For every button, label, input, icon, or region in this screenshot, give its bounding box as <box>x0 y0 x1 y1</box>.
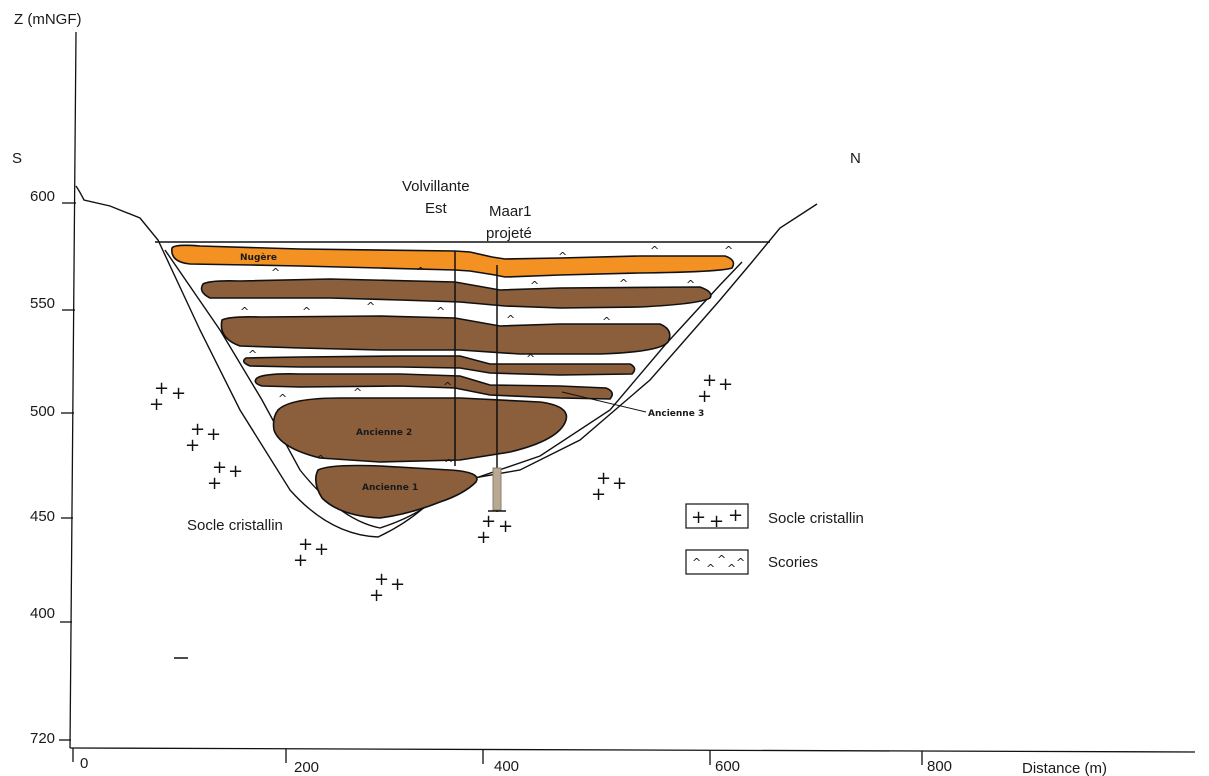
volvillante-label-line1: Volvillante <box>402 178 470 195</box>
ancient-layer-3 <box>242 355 636 376</box>
ancienne-2-label: Ancienne 2 <box>356 428 412 438</box>
basement-cross: + <box>390 574 405 595</box>
basement-cross: + <box>374 569 389 590</box>
ancienne-3-label: Ancienne 3 <box>648 409 704 419</box>
scoria-mark: ^ <box>526 352 535 365</box>
ancienne-3-leader-line <box>561 391 647 413</box>
x-tick-label: 600 <box>715 758 740 775</box>
y-tick-label: 550 <box>30 295 55 312</box>
x-tick-label: 400 <box>494 758 519 775</box>
legend-cross: + <box>691 507 706 528</box>
ancienne-1-label: Ancienne 1 <box>362 483 418 493</box>
north-label: N <box>850 150 861 167</box>
basement-cross: + <box>702 370 717 391</box>
scoria-mark: ^ <box>558 250 567 263</box>
basement-cross: + <box>314 539 329 560</box>
y-tick-label: 450 <box>30 508 55 525</box>
basement-label: Socle cristallin <box>187 517 283 534</box>
scoria-marks: ^ ^ ^ ^ ^ ^ ^ ^ ^ ^ ^ ^ ^ ^ ^ ^ ^ ^ ^ ^ … <box>240 244 733 470</box>
ancient-layer-2 <box>220 315 671 355</box>
y-tick-label: 400 <box>30 605 55 622</box>
y-axis-title: Z (mNGF) <box>14 11 81 28</box>
legend-scoria-mark: ^ <box>727 562 736 575</box>
y-axis-ticks <box>59 202 76 741</box>
scoria-mark: ^ <box>444 457 453 470</box>
scoria-mark: ^ <box>686 278 695 291</box>
basement-cross: + <box>190 419 205 440</box>
basement-cross: + <box>476 527 491 548</box>
basement-cross: + <box>212 457 227 478</box>
basement-cross: + <box>369 585 384 606</box>
scoria-mark: ^ <box>530 279 539 292</box>
scoria-mark: ^ <box>436 305 445 318</box>
legend-cross: + <box>709 511 724 532</box>
x-tick-label: 0 <box>80 755 88 772</box>
maar1-label-line2: projeté <box>486 225 532 242</box>
ancient-layer-1 <box>200 278 712 309</box>
x-tick-label: 800 <box>927 758 952 775</box>
basement-cross: + <box>718 374 733 395</box>
legend-scoria-mark: ^ <box>717 553 726 566</box>
ancient-layer-4 <box>254 373 614 400</box>
legend-cross: + <box>728 505 743 526</box>
legend-scories-label: Scories <box>768 554 818 571</box>
basement-cross: + <box>149 394 164 415</box>
scoria-mark: ^ <box>278 392 287 405</box>
scoria-mark: ^ <box>302 305 311 318</box>
scoria-mark: ^ <box>619 277 628 290</box>
scoria-mark: ^ <box>602 315 611 328</box>
basement-cross: + <box>697 386 712 407</box>
basement-cross: + <box>207 473 222 494</box>
scoria-mark: ^ <box>240 305 249 318</box>
legend-scoria-mark: ^ <box>692 556 701 569</box>
basement-cross: + <box>298 534 313 555</box>
y-tick-label: 600 <box>30 188 55 205</box>
basement-cross: + <box>612 473 627 494</box>
maar1-label-line1: Maar1 <box>489 203 532 220</box>
y-axis <box>69 31 77 749</box>
nugere-layer <box>171 244 735 278</box>
scoria-mark: ^ <box>724 244 733 257</box>
ancienne-1-layer <box>314 464 478 519</box>
basement-cross: + <box>591 484 606 505</box>
volvillante-label-line2: Est <box>425 200 448 217</box>
legend-crystalline-label: Socle cristallin <box>768 510 864 527</box>
basement-cross: + <box>596 468 611 489</box>
legend-scoria-mark: ^ <box>736 556 745 569</box>
nugere-label: Nugère <box>240 252 277 263</box>
x-axis <box>69 747 1196 753</box>
x-axis-ticks <box>72 748 923 765</box>
basement-cross: + <box>481 511 496 532</box>
legend-crystalline-swatch <box>685 503 749 529</box>
ancienne-2-layer <box>272 397 568 463</box>
scoria-mark: ^ <box>366 300 375 313</box>
scoria-mark: ^ <box>506 313 515 326</box>
scoria-mark: ^ <box>316 453 325 466</box>
basement-crosses: + + + + + + + + + + + + + + + + + + + + … <box>149 370 733 606</box>
basement-cross: + <box>185 435 200 456</box>
south-label: S <box>12 150 22 167</box>
legend-scories-swatch <box>685 549 749 575</box>
y-tick-label: 720 <box>30 730 55 747</box>
x-axis-title: Distance (m) <box>1022 760 1107 776</box>
x-tick-label: 200 <box>294 759 319 776</box>
scoria-mark: ^ <box>248 348 257 361</box>
scoria-mark: ^ <box>416 265 425 278</box>
basement-cross: + <box>206 424 221 445</box>
basement-cross: + <box>154 378 169 399</box>
legend: + + + Socle cristallin ^ ^ ^ ^ ^ Scories <box>685 503 864 575</box>
scoria-mark: ^ <box>650 244 659 257</box>
basement-cross: + <box>171 383 186 404</box>
scoria-mark: ^ <box>271 266 280 279</box>
legend-scoria-mark: ^ <box>706 562 715 575</box>
basement-cross: + <box>228 461 243 482</box>
y-tick-label: 500 <box>30 403 55 420</box>
maar1-casing <box>492 467 502 511</box>
scoria-mark: ^ <box>353 386 362 399</box>
basement-cross: + <box>498 516 513 537</box>
scoria-mark: ^ <box>443 380 452 393</box>
basement-cross: + <box>293 550 308 571</box>
